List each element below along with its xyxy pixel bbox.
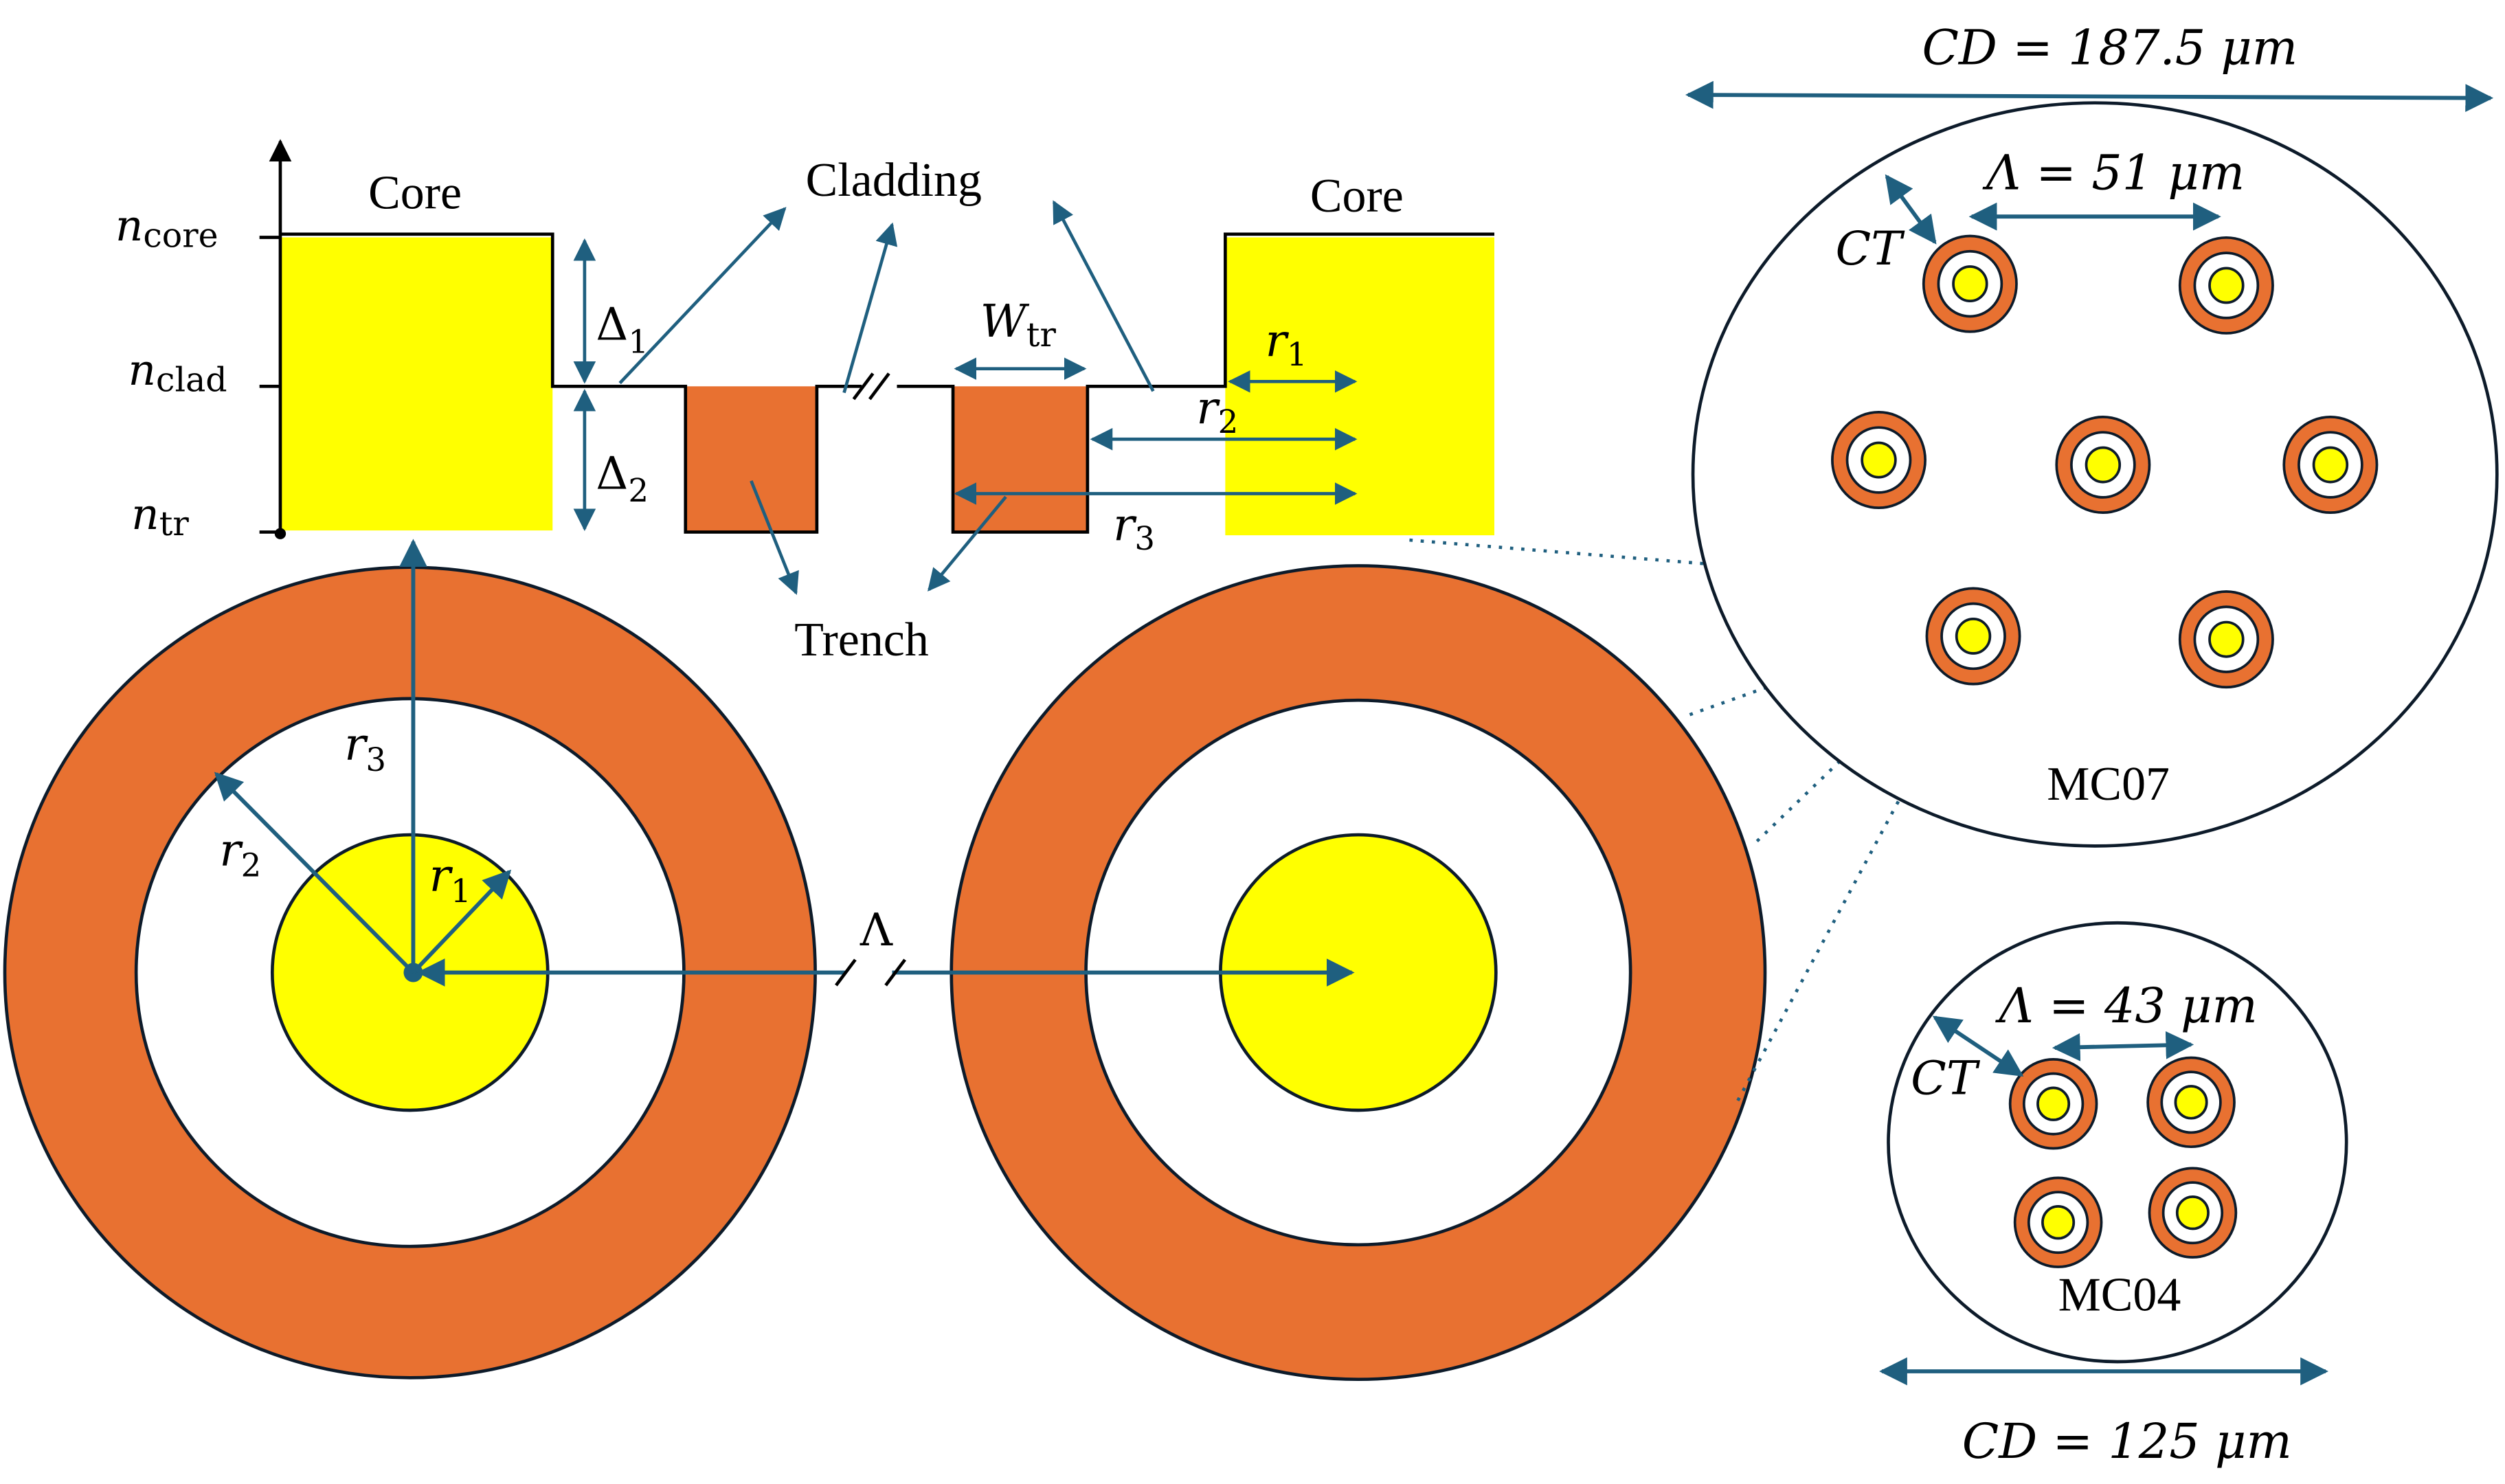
mc04-fiber: MC04 CD = 125 μm Λ = 43 μm CT <box>1879 921 2348 1470</box>
mc04-core <box>2146 1056 2236 1149</box>
cs-r2-arrow <box>214 772 415 974</box>
mc04-cd-label: CD = 125 μm <box>1962 1414 2292 1470</box>
label-cladding: Cladding <box>806 154 982 207</box>
mc04-pitch-label: Λ = 43 μm <box>1995 978 2257 1034</box>
label-cs-r2: r2 <box>219 824 261 884</box>
label-cs-pitch: Λ <box>860 904 893 956</box>
mc07-cd-label: CD = 187.5 μm <box>1922 21 2298 76</box>
cladding-pointer <box>618 207 787 385</box>
profile-trench-left <box>685 386 817 532</box>
profile-core-left <box>280 237 553 531</box>
profile-break-mark <box>852 372 875 401</box>
profile-step-line-2 <box>897 232 1495 534</box>
label-n-clad: nclad <box>128 345 227 399</box>
mc07-cd-arrow <box>1685 80 2494 112</box>
label-n-tr: ntr <box>131 489 189 543</box>
mc07-core <box>2178 236 2274 335</box>
mc07-pitch-label: Λ = 51 μm <box>1982 146 2245 201</box>
trench-pointer <box>750 480 799 596</box>
mc07-fiber: MC07 CD = 187.5 μm Λ = 51 μm CT <box>1685 21 2499 848</box>
mc07-core <box>2178 590 2274 689</box>
mc07-core <box>1831 411 1927 510</box>
mc04-ct-arrow <box>1932 1015 2024 1077</box>
cross-section-arrows: r1 r2 r3 Λ <box>214 539 1355 987</box>
label-core-left: Core <box>368 167 462 220</box>
label-core-right: Core <box>1310 170 1404 223</box>
label-delta1: Δ1 <box>596 299 649 361</box>
mc07-ct-arrow <box>1885 174 1937 245</box>
label-n-core: ncore <box>115 201 218 255</box>
mc04-ct-label: CT <box>1911 1051 1981 1105</box>
cladding-pointer <box>842 222 898 394</box>
pitch-break-mark <box>835 958 857 987</box>
label-profile-r1: r1 <box>1266 315 1307 373</box>
pitch-break-mark <box>884 958 906 987</box>
mc07-core <box>2282 416 2379 515</box>
label-cs-r3: r3 <box>344 718 386 778</box>
mc07-core <box>1925 587 2021 686</box>
mc04-core <box>2013 1176 2103 1268</box>
cross-section-right <box>950 564 1767 1381</box>
trench-pointer <box>928 495 1007 592</box>
profile-trench-right <box>953 386 1088 532</box>
mc07-name: MC07 <box>2047 758 2170 811</box>
cladding-pointer <box>1052 200 1155 392</box>
label-profile-r2: r2 <box>1196 382 1238 440</box>
mc04-core <box>2008 1057 2098 1150</box>
profile-break-mark <box>868 372 890 401</box>
label-profile-r3: r3 <box>1113 499 1155 557</box>
mc07-core <box>2055 416 2151 515</box>
label-delta2: Δ2 <box>596 448 649 510</box>
label-cs-r1: r1 <box>429 850 471 910</box>
profile-step-line <box>280 232 862 534</box>
label-trench: Trench <box>794 614 929 666</box>
mc07-ct-label: CT <box>1836 221 1906 276</box>
index-profile: ncore nclad ntr Core Core Cladding Trenc… <box>115 139 1495 666</box>
cs-r1-arrow <box>412 869 512 974</box>
mc07-core <box>1922 234 2018 333</box>
mc04-pitch-arrow <box>2052 1031 2194 1061</box>
profile-core-right <box>1225 237 1495 536</box>
label-w-tr: Wtr <box>980 295 1057 355</box>
mc04-name: MC04 <box>2058 1268 2181 1321</box>
mc04-core <box>2148 1167 2238 1259</box>
